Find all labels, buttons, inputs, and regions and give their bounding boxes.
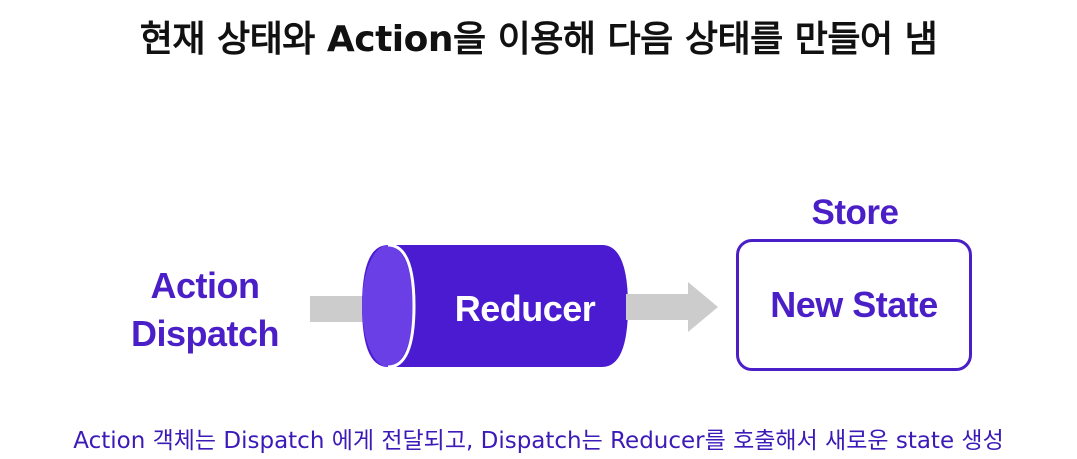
action-label-line1: Action [150, 265, 261, 306]
diagram-title: 현재 상태와 Action을 이용해 다음 상태를 만들어 냄 [139, 19, 938, 60]
store-box: New State [736, 239, 972, 371]
reducer-label: Reducer [454, 288, 596, 329]
new-state-label: New State [770, 284, 938, 325]
action-label-line2: Dispatch [130, 313, 280, 354]
store-label: Store [811, 193, 899, 232]
reducer-cylinder [362, 243, 628, 369]
action-dispatch-label: Action Dispatch [105, 262, 305, 358]
arrow-reducer-to-store [626, 282, 718, 332]
caption: Action 객체는 Dispatch 에게 전달되고, Dispatch는 R… [73, 428, 1004, 454]
